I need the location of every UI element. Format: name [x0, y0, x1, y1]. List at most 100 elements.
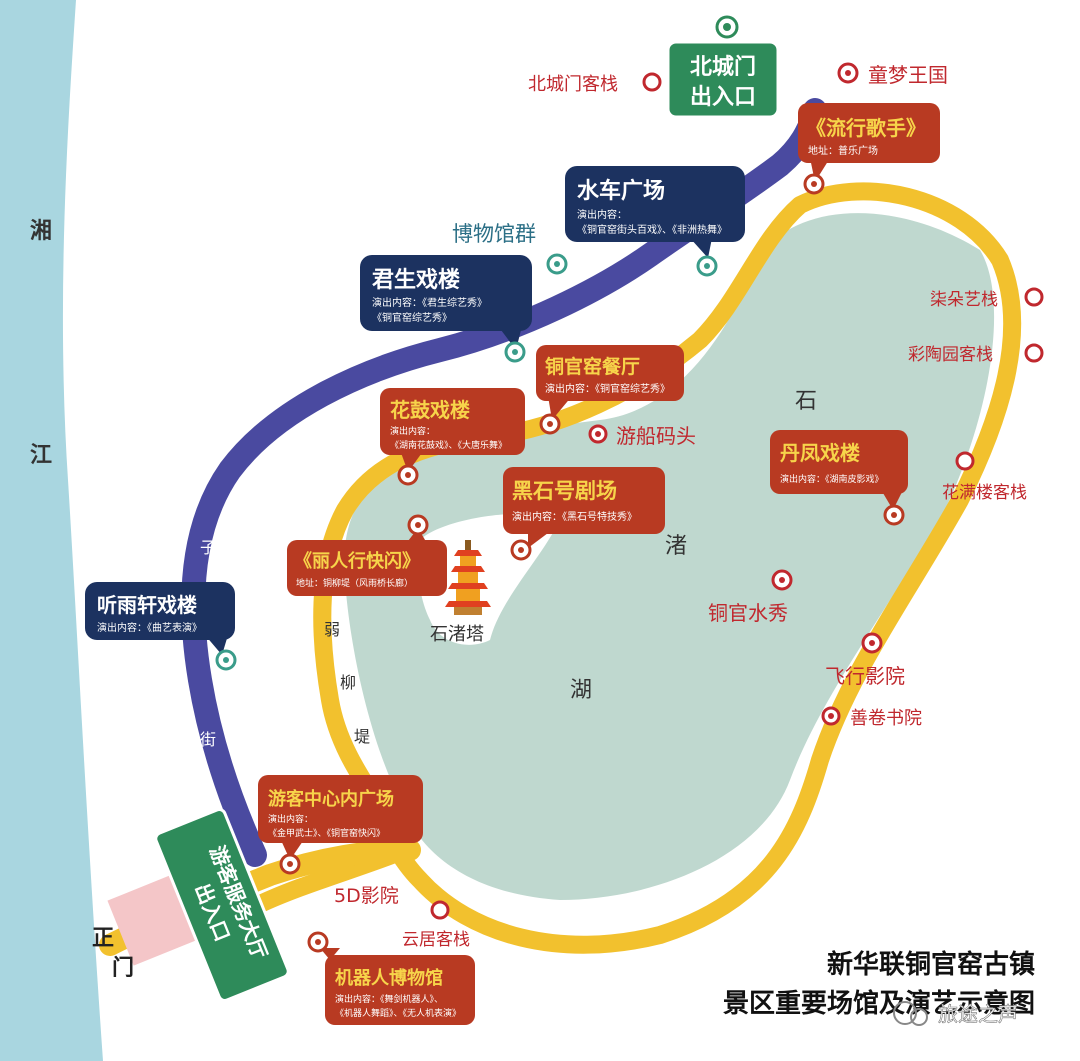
north-gate-line1: 北城门: [690, 54, 756, 80]
map-title-line2: 景区重要场馆及演艺示意图: [723, 988, 1035, 1019]
venue-liren[interactable]: 《丽人行快闪》 地址：铜柳堤（风雨桥长廊）: [287, 528, 447, 596]
lake-label-3: 湖: [570, 678, 592, 703]
poi-beichengmen-kezhan-label: 北城门客栈: [528, 74, 618, 95]
venue-danfeng[interactable]: 丹凤戏楼 演出内容：《湖南皮影戏》: [770, 430, 908, 510]
poi-shuixiu[interactable]: 铜官水秀: [708, 569, 793, 625]
main-gate-label-2: 门: [112, 955, 134, 981]
road-label-jie: 街: [200, 730, 216, 749]
venue-heishihao-title: 黑石号剧场: [512, 479, 617, 503]
poi-beichengmen-kezhan[interactable]: 北城门客栈: [528, 72, 662, 95]
venue-liren-title: 《丽人行快闪》: [294, 550, 420, 572]
river-label-1: 湘: [30, 219, 52, 244]
venue-shuiche-line2: 《铜官窑街头百戏》、《非洲热舞》: [577, 223, 727, 236]
venue-huagu-line1: 演出内容：: [390, 425, 435, 437]
poi-caitao-label: 彩陶园客栈: [908, 345, 993, 365]
venue-jiqiren-line1: 演出内容：《舞剑机器人》、: [335, 993, 443, 1005]
lake-label-2: 渚: [665, 534, 687, 559]
venue-shuiche[interactable]: 水车广场 演出内容： 《铜官窑街头百戏》、《非洲热舞》: [565, 166, 745, 258]
watermark-label: 旅途之声: [938, 1002, 1018, 1026]
venue-canting-title: 铜官窑餐厅: [545, 355, 640, 378]
poi-huaman[interactable]: 花满楼客栈: [942, 451, 1027, 503]
poi-yunju-label: 云居客栈: [402, 930, 470, 950]
marker-danfeng-icon: [883, 504, 905, 526]
xiang-river: [0, 0, 105, 1061]
poi-5d[interactable]: 5D影院: [334, 885, 399, 907]
venue-danfeng-line1: 演出内容：《湖南皮影戏》: [780, 473, 884, 485]
marker-bowuguan-icon: [546, 253, 568, 275]
poi-huaman-label: 花满楼客栈: [942, 483, 1027, 503]
venue-tingyu-line1: 演出内容：《曲艺表演》: [97, 621, 202, 634]
poi-yunju[interactable]: 云居客栈: [402, 900, 470, 950]
poi-tongmeng[interactable]: 童梦王国: [837, 62, 948, 87]
north-gate-marker-icon: [715, 15, 739, 39]
river-bank: [62, 0, 107, 1061]
poi-feixing[interactable]: 飞行影院: [825, 632, 905, 688]
venue-shuiche-line1: 演出内容：: [577, 208, 627, 221]
poi-caitao[interactable]: 彩陶园客栈: [908, 343, 1044, 365]
shizhu-lake: [344, 213, 995, 901]
venue-junsheng-line1: 演出内容：《君生综艺秀》: [372, 296, 487, 309]
venue-youke[interactable]: 游客中心内广场 演出内容： 《金甲武士》、《铜官窑快闪》: [258, 775, 423, 860]
map-title-line1: 新华联铜官窑古镇: [827, 949, 1035, 980]
north-gate-line2: 出入口: [690, 85, 756, 110]
pagoda-icon: [445, 540, 491, 615]
poi-shanjuan[interactable]: 善卷书院: [821, 706, 922, 729]
venue-canting-line1: 演出内容：《铜官窑综艺秀》: [545, 382, 670, 395]
marker-jiqiren-icon: [307, 931, 329, 953]
poi-duoduo-label: 柒朵艺栈: [930, 290, 998, 310]
marker-junsheng-icon: [504, 341, 526, 363]
poi-5d-label: 5D影院: [334, 885, 399, 907]
venue-huagu[interactable]: 花鼓戏楼 演出内容： 《湖南花鼓戏》、《大唐乐舞》: [380, 388, 525, 472]
venue-junsheng[interactable]: 君生戏楼 演出内容：《君生综艺秀》 《铜官窑综艺秀》: [360, 255, 532, 350]
river-label-2: 江: [30, 443, 52, 468]
road-label-shun: 舜: [296, 423, 312, 442]
road-label-liu: 柳: [340, 673, 356, 692]
visitor-hall-entrance[interactable]: [154, 808, 290, 1003]
poi-shanjuan-label: 善卷书院: [850, 708, 922, 729]
venue-liren-line1: 地址：铜柳堤（风雨桥长廊）: [296, 577, 413, 589]
ruoliu-causeway-road: [249, 182, 1022, 954]
venue-junsheng-line2: 《铜官窑综艺秀》: [372, 311, 452, 324]
venue-huagu-line2: 《湖南花鼓戏》、《大唐乐舞》: [390, 439, 507, 451]
poi-duoduo[interactable]: 柒朵艺栈: [930, 287, 1044, 310]
venue-huagu-title: 花鼓戏楼: [390, 398, 470, 422]
marker-tingyu-icon: [215, 649, 237, 671]
poi-tongmeng-label: 童梦王国: [868, 63, 948, 87]
marker-liren-icon: [407, 514, 429, 536]
marker-heishihao-icon: [510, 539, 532, 561]
pagoda-label: 石渚塔: [430, 624, 484, 645]
north-gate-entrance[interactable]: 北城门 出入口: [666, 40, 780, 119]
watermark: 旅途之声: [893, 1001, 1018, 1026]
main-gate-label-1: 正: [92, 926, 114, 951]
poi-youchuan[interactable]: 游船码头: [588, 424, 696, 448]
marker-canting-icon: [539, 413, 561, 435]
venue-jiqiren[interactable]: 机器人博物馆 演出内容：《舞剑机器人》、 《机器人舞蹈》、《无人机表演》: [320, 948, 475, 1025]
venue-liuxing-title: 《流行歌手》: [806, 116, 926, 140]
poi-bowuguan-label: 博物馆群: [452, 222, 536, 246]
venue-youke-line2: 《金甲武士》、《铜官窑快闪》: [268, 827, 385, 839]
venue-youke-line1: 演出内容：: [268, 813, 313, 825]
venue-canting[interactable]: 铜官窑餐厅 演出内容：《铜官窑综艺秀》: [536, 345, 684, 420]
venue-liuxing-line1: 地址：普乐广场: [808, 144, 878, 157]
marker-youke-icon: [279, 853, 301, 875]
marker-huagu-icon: [397, 464, 419, 486]
lake-label-1: 石: [795, 389, 817, 414]
poi-youchuan-label: 游船码头: [616, 424, 696, 448]
poi-feixing-label: 飞行影院: [825, 664, 905, 688]
main-gate-block: [107, 874, 199, 966]
venue-jiqiren-line2: 《机器人舞蹈》、《无人机表演》: [335, 1007, 461, 1019]
venue-liuxing[interactable]: 《流行歌手》 地址：普乐广场: [798, 103, 940, 182]
venue-tingyu-title: 听雨轩戏楼: [97, 593, 197, 617]
road-label-zi: 子: [200, 538, 216, 557]
marker-liuxing-icon: [803, 173, 825, 195]
venue-shuiche-title: 水车广场: [577, 178, 665, 204]
road-label-ruo: 弱: [324, 620, 340, 639]
venue-junsheng-title: 君生戏楼: [372, 268, 460, 293]
road-label-di: 堤: [354, 727, 370, 746]
venue-tingyu[interactable]: 听雨轩戏楼 演出内容：《曲艺表演》: [85, 582, 235, 655]
poi-bowuguan[interactable]: 博物馆群: [452, 222, 536, 246]
venue-youke-title: 游客中心内广场: [268, 788, 394, 810]
venue-heishihao[interactable]: 黑石号剧场 演出内容：《黑石号特技秀》: [503, 467, 665, 548]
marker-shuiche-icon: [696, 255, 718, 277]
